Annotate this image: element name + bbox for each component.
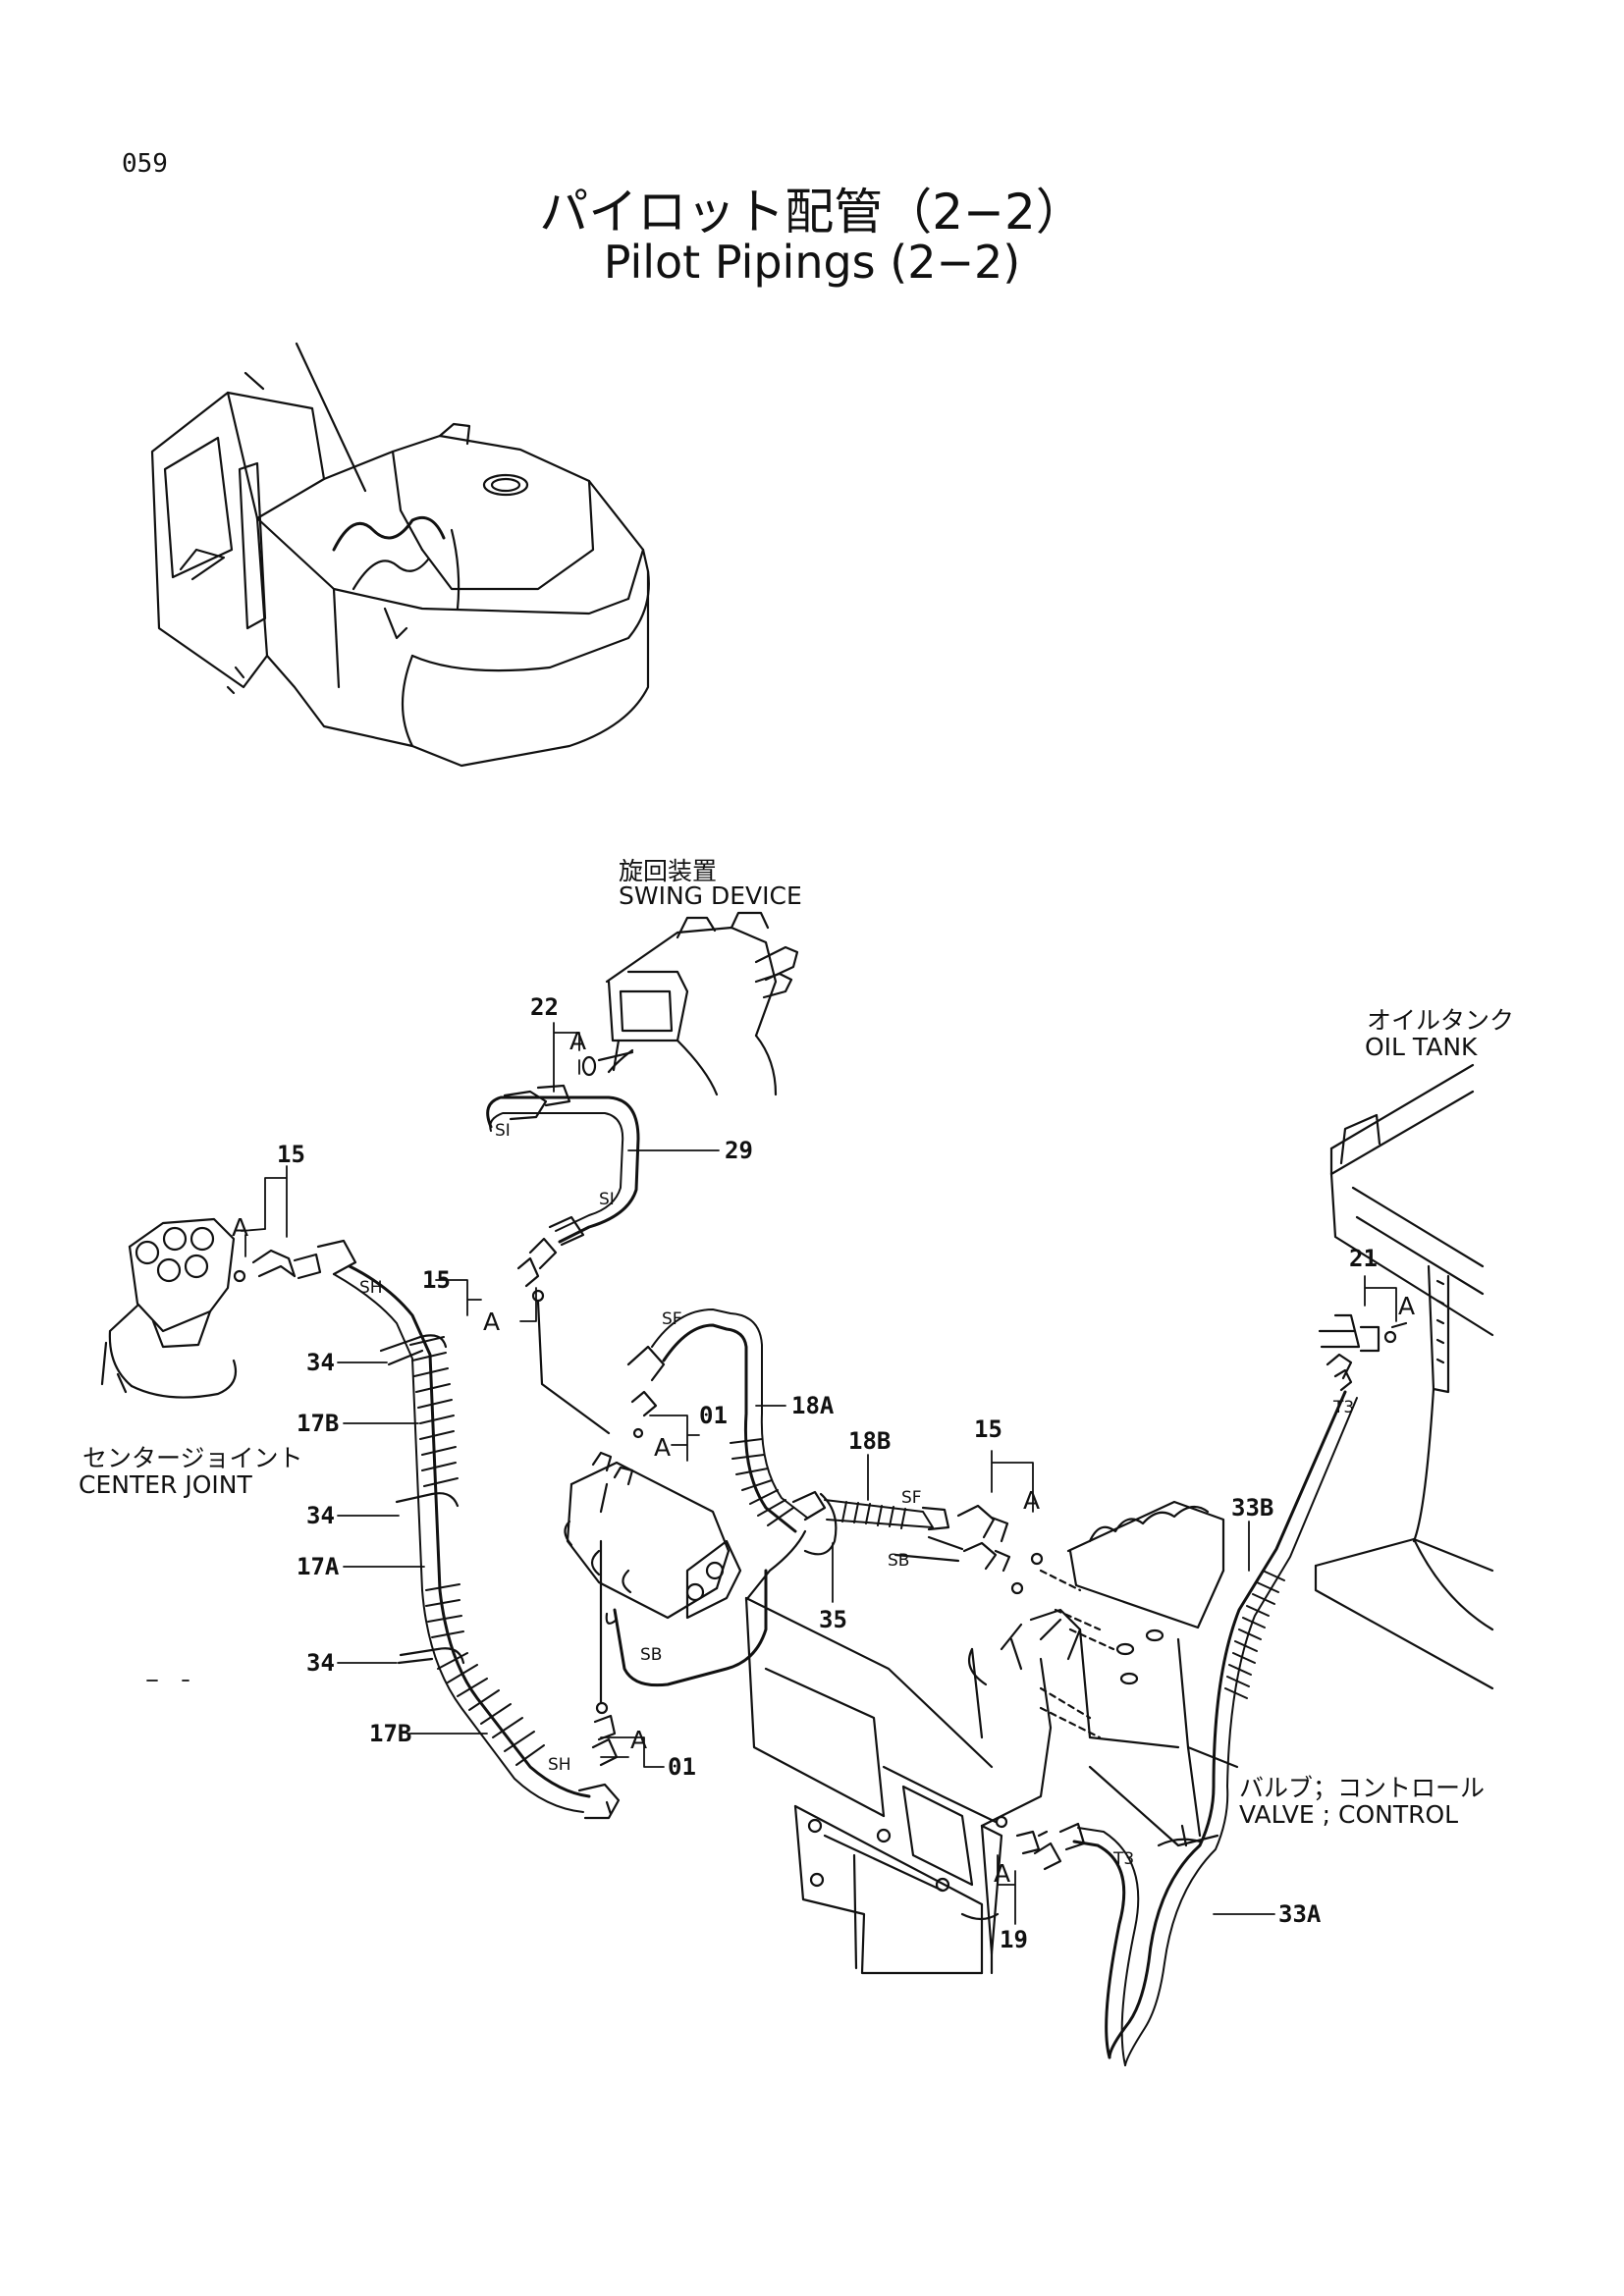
- label-center-joint-en: CENTER JOINT: [79, 1470, 252, 1499]
- label-swing-device-ja: 旋回装置: [619, 857, 718, 885]
- part-number-33b: 33B: [1231, 1494, 1274, 1522]
- part-number-01-top: 01: [699, 1402, 728, 1429]
- part-number-21: 21: [1349, 1245, 1378, 1272]
- port-mark-t3-oil-tank: T3: [1333, 1398, 1355, 1417]
- part-number-34-bottom: 34: [306, 1649, 335, 1677]
- part-number-15-right: 15: [974, 1415, 1002, 1443]
- port-mark-a-middle: A: [483, 1308, 501, 1336]
- port-mark-sb-valve: SB: [640, 1645, 663, 1665]
- port-mark-sf-upper: SF: [662, 1309, 682, 1329]
- hose-routing: [235, 1050, 1406, 2065]
- page-title-japanese: パイロット配管（2−2）: [539, 184, 1085, 240]
- part-number-17b-top: 17B: [297, 1410, 340, 1437]
- label-center-joint-ja: センタージョイント: [82, 1444, 303, 1472]
- part-number-18a: 18A: [791, 1392, 835, 1419]
- port-mark-sf-lower: SF: [901, 1488, 922, 1508]
- center-joint-illustration: [102, 1219, 236, 1398]
- port-mark-a-center-joint: A: [232, 1213, 249, 1242]
- label-valve-control-ja: バルブ；コントロール: [1239, 1774, 1486, 1802]
- port-mark-a-right-fitting: A: [1023, 1486, 1041, 1515]
- part-number-15-middle: 15: [422, 1266, 451, 1294]
- port-mark-si-upper: SI: [495, 1121, 511, 1141]
- leader-lines: [147, 1023, 1396, 1924]
- page-number: 059: [122, 149, 168, 179]
- oil-tank-illustration: [1316, 1065, 1492, 1688]
- part-number-34-top: 34: [306, 1349, 335, 1376]
- port-mark-si-lower: SI: [599, 1190, 615, 1209]
- part-number-34-middle: 34: [306, 1502, 335, 1529]
- part-number-29: 29: [725, 1137, 753, 1164]
- swing-device-illustration: [607, 913, 797, 1095]
- port-mark-t3-valve: T3: [1113, 1849, 1135, 1869]
- port-mark-a-oil-tank: A: [1398, 1292, 1416, 1320]
- part-number-01-bottom: 01: [668, 1753, 696, 1781]
- label-oil-tank-en: OIL TANK: [1365, 1033, 1478, 1061]
- port-mark-sh-upper: SH: [359, 1278, 383, 1298]
- page-title-english: Pilot Pipings (2−2): [603, 236, 1021, 289]
- label-swing-device-en: SWING DEVICE: [619, 881, 802, 910]
- label-oil-tank-ja: オイルタンク: [1367, 1006, 1515, 1035]
- port-mark-a-fitting-19: A: [994, 1859, 1011, 1888]
- port-mark-a-swing: A: [569, 1027, 587, 1055]
- port-mark-sh-lower: SH: [548, 1755, 571, 1775]
- part-number-17a: 17A: [297, 1553, 340, 1580]
- part-number-33a: 33A: [1278, 1900, 1322, 1928]
- part-number-18b: 18B: [848, 1427, 892, 1455]
- port-mark-sb-line: SB: [888, 1551, 910, 1571]
- excavator-overview-illustration: [152, 344, 649, 766]
- part-number-19: 19: [1000, 1926, 1028, 1953]
- part-number-17b-bottom: 17B: [369, 1720, 412, 1747]
- part-number-22: 22: [530, 993, 559, 1021]
- part-number-15-left: 15: [277, 1141, 305, 1168]
- control-valve-illustration: [565, 1453, 1237, 1973]
- label-valve-control-en: VALVE ; CONTROL: [1239, 1800, 1459, 1829]
- part-number-35: 35: [819, 1606, 847, 1633]
- port-mark-a-valve-bottom: A: [630, 1726, 648, 1754]
- port-mark-a-valve-top: A: [654, 1433, 672, 1462]
